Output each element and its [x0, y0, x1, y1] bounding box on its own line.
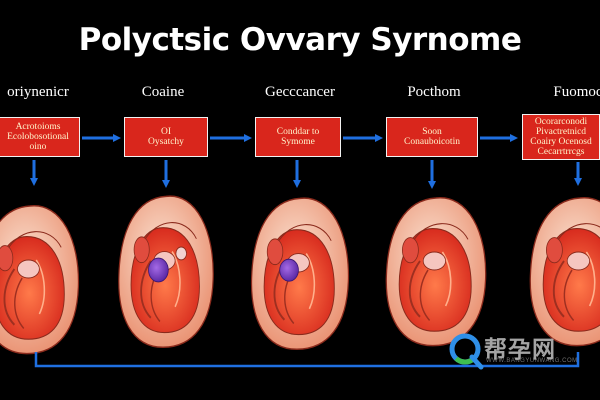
- stage-label-box-4: Soon Conauboicotin: [386, 117, 478, 157]
- box-line: Conauboicotin: [404, 137, 460, 147]
- box-line: Oysatchy: [148, 137, 184, 147]
- diagram-title: Polyctsic Ovvary Syrnome: [78, 22, 522, 58]
- stage-label-box-2: OI Oysatchy: [124, 117, 208, 157]
- box-line: Soon: [422, 127, 442, 137]
- watermark-subtext: WWW.BANGYUNWANG.COM: [486, 358, 578, 364]
- stage-heading-5: Fuomoc: [553, 84, 600, 100]
- box-line: Conddar to: [276, 127, 320, 137]
- organ-illustration-5: [529, 196, 600, 347]
- box-line: Pivactretnicd: [535, 127, 587, 137]
- stage-heading-2: Coaine: [141, 84, 185, 100]
- box-line: Ocorarconodi: [534, 117, 588, 127]
- box-line: oino: [29, 142, 47, 152]
- organ-illustration-2: [117, 195, 215, 349]
- box-line: Cecarrtrrcgs: [537, 147, 585, 157]
- stage-label-box-3: Conddar to Symome: [255, 117, 341, 157]
- organ-illustration-3: [250, 197, 350, 351]
- stage-heading-1: oriynenicr: [7, 84, 69, 100]
- bottom-connector-line: [34, 352, 580, 368]
- organ-illustration-4: [385, 196, 487, 347]
- watermark-text: 帮孕网: [484, 337, 556, 363]
- stage-heading-4: Pocthom: [407, 84, 461, 100]
- watermark: 帮孕网 WWW.BANGYUNWANG.COM: [448, 330, 588, 372]
- box-line: Symome: [281, 137, 315, 147]
- stage-label-box-1: Acrotoioms Ecolobosotional oino: [0, 117, 80, 157]
- watermark-logo-icon: [449, 333, 484, 370]
- box-line: OI: [160, 127, 172, 137]
- box-line: Acrotoioms: [15, 122, 61, 132]
- organ-illustration-1: [0, 204, 80, 355]
- stage-label-box-5: Ocorarconodi Pivactretnicd Coairy Ocenos…: [522, 114, 600, 160]
- box-line: Coairy Ocenosd: [530, 137, 592, 147]
- stage-heading-3: Gecccancer: [265, 84, 335, 100]
- box-line: Ecolobosotional: [7, 132, 69, 142]
